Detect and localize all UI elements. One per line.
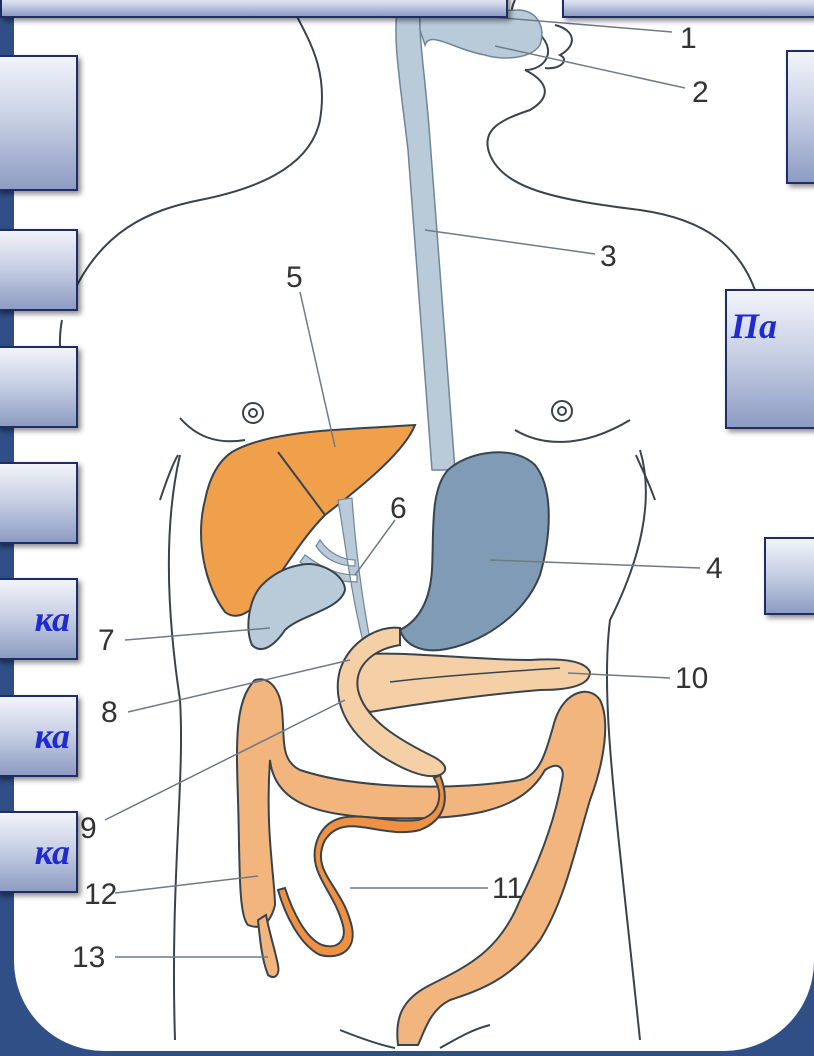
number-label-3: 3 [600, 240, 617, 273]
label-tile-left-4[interactable] [0, 462, 78, 544]
number-label-13: 13 [72, 941, 105, 974]
label-tile-top-left[interactable] [0, 0, 508, 18]
label-text-right-pa: Па [731, 305, 777, 347]
label-tile-left-5[interactable]: ка [0, 578, 78, 660]
number-label-12: 12 [84, 878, 117, 911]
label-tile-left-6[interactable]: ка [0, 695, 78, 777]
label-tile-right-3[interactable] [764, 537, 814, 615]
label-tile-left-7[interactable]: ка [0, 811, 78, 893]
number-label-4: 4 [706, 552, 723, 585]
number-label-9: 9 [80, 812, 97, 845]
number-label-10: 10 [675, 662, 708, 695]
label-text-left-7: ка [35, 831, 70, 873]
label-tile-right-2[interactable]: Па [725, 289, 814, 429]
label-tile-right-1[interactable] [786, 50, 814, 184]
label-tile-left-2[interactable] [0, 229, 78, 311]
label-tile-left-3[interactable] [0, 346, 78, 428]
number-label-5: 5 [286, 261, 303, 294]
number-label-8: 8 [101, 696, 118, 729]
number-label-2: 2 [692, 76, 709, 109]
label-text-left-5: ка [35, 598, 70, 640]
number-label-1: 1 [680, 22, 697, 55]
number-label-7: 7 [98, 624, 115, 657]
label-text-left-6: ка [35, 715, 70, 757]
number-label-6: 6 [390, 492, 407, 525]
label-tile-left-1[interactable] [0, 55, 78, 191]
label-tile-top-right[interactable] [562, 0, 814, 18]
number-label-11: 11 [492, 872, 523, 905]
